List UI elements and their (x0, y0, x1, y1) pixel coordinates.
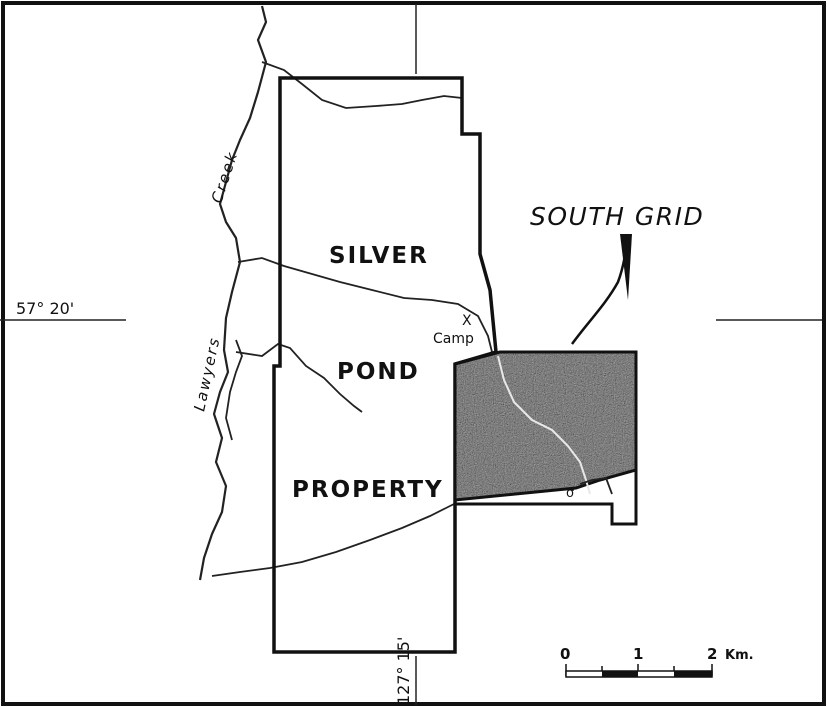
tributary-north (261, 61, 463, 109)
scale-bar: 0 1 2 Km. (560, 645, 754, 678)
scale-unit: Km. (725, 648, 754, 663)
lawyers-creek (198, 5, 268, 581)
label-creek-lawyers: Lawyers (190, 335, 223, 413)
label-longitude: 127° 15' (394, 637, 413, 705)
scale-tick-2: 2 (707, 645, 717, 663)
label-latitude: 57° 20' (16, 299, 74, 318)
label-south-grid: SOUTH GRID (530, 202, 704, 231)
lawyers-creek-braid (225, 339, 243, 441)
camp-marker: X (462, 313, 472, 329)
label-camp: Camp (433, 331, 474, 347)
scale-tick-1: 1 (633, 645, 643, 663)
tributary-west-loop (235, 342, 363, 413)
tributary-south (211, 503, 455, 577)
south-grid-area (453, 350, 638, 502)
scale-tick-0: 0 (560, 645, 570, 663)
label-creek-creek: Creek (208, 149, 242, 206)
pond-marker: σ (566, 486, 574, 501)
south-grid-leader-head (620, 234, 632, 300)
south-grid-leader (570, 233, 630, 345)
south-grid-extension (455, 470, 638, 526)
creek-outlet (579, 477, 613, 495)
label-silver: SILVER (329, 243, 429, 269)
label-pond: POND (337, 359, 420, 385)
label-property: PROPERTY (292, 477, 444, 503)
